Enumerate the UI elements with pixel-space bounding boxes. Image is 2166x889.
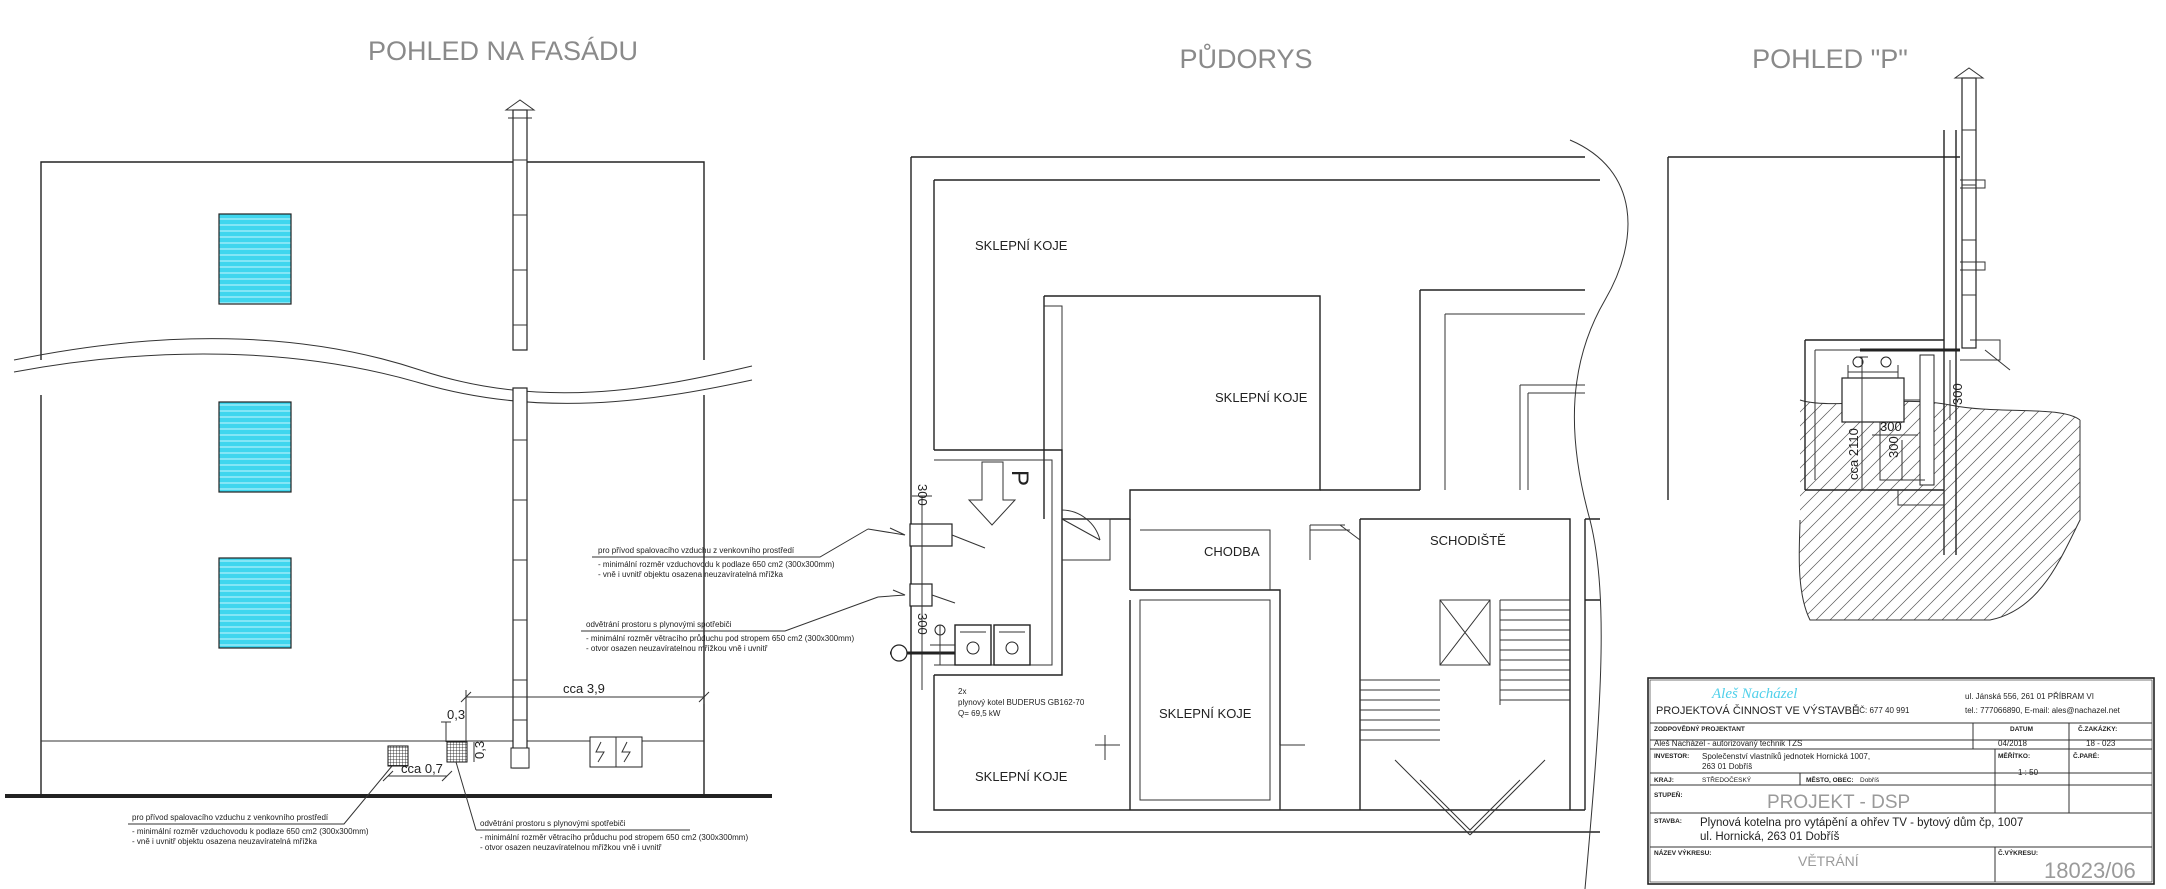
view-p-section: cca 2110 300 300 300 bbox=[1667, 67, 2081, 621]
boilers bbox=[890, 624, 1031, 666]
tb-h-region: KRAJ: bbox=[1654, 777, 1674, 784]
room-label-2: SKLEPNÍ KOJE bbox=[1215, 390, 1308, 405]
room-label-3: CHODBA bbox=[1204, 544, 1260, 559]
view-arrow-p: P bbox=[967, 461, 1033, 526]
boiler-count: 2x bbox=[958, 687, 966, 696]
boiler-power: Q= 69,5 kW bbox=[958, 709, 1001, 718]
note-vent-bottom-title: odvětrání prostoru s plynovými spotřebič… bbox=[480, 819, 626, 828]
room-label-5: SKLEPNÍ KOJE bbox=[1159, 706, 1252, 721]
view-p-dim-300-c: 300 bbox=[1886, 436, 1901, 458]
note-intake-bottom-line2: - vně i uvnitř objektu osazena neuzavíra… bbox=[132, 837, 318, 846]
chimney-lower bbox=[510, 387, 530, 769]
grille-vent bbox=[446, 741, 468, 763]
gas-meter-box bbox=[589, 736, 643, 768]
note-vent-top-title: odvětrání prostoru s plynovými spotřebič… bbox=[586, 620, 732, 629]
tb-investor-2: 263 01 Dobříš bbox=[1702, 762, 1752, 771]
chimney-upper bbox=[504, 99, 536, 351]
view-p-title: POHLED "P" bbox=[1752, 44, 1908, 74]
facade-view: cca 3,9 0,3 0,3 cca 0,7 pro přívod spalo… bbox=[5, 99, 879, 852]
tb-logo: Aleš Nacházel bbox=[1711, 686, 1797, 702]
facade-window-2 bbox=[218, 401, 292, 493]
tb-h-drawing-no: Č.VÝKRESU: bbox=[1998, 848, 2038, 857]
tb-h-sheet: Č.PARÉ: bbox=[2073, 751, 2099, 760]
tb-investor-1: Společenství vlastníků jednotek Hornická… bbox=[1702, 752, 1870, 761]
tb-h-date: DATUM bbox=[2010, 726, 2033, 733]
plan-dim-300-b: 300 bbox=[915, 613, 930, 635]
tb-responsible: Aleš Nacházel - autorizovaný technik TZS bbox=[1654, 739, 1802, 748]
room-label-4: SCHODIŠTĚ bbox=[1430, 533, 1506, 548]
facade-window-1 bbox=[218, 213, 292, 305]
tb-h-stage: STUPEŇ: bbox=[1654, 790, 1683, 799]
dim-0-3-b: 0,3 bbox=[472, 741, 487, 759]
room-label-1: SKLEPNÍ KOJE bbox=[975, 238, 1068, 253]
view-p-dim-cca-2110: cca 2110 bbox=[1846, 428, 1861, 480]
tb-building-2: ul. Hornická, 263 01 Dobříš bbox=[1700, 831, 1840, 843]
room-label-6: SKLEPNÍ KOJE bbox=[975, 769, 1068, 784]
tb-order: 18 - 023 bbox=[2086, 739, 2116, 748]
plan-dim-300-a: 300 bbox=[915, 484, 930, 506]
tb-date: 04/2018 bbox=[1998, 739, 2027, 748]
view-p-boiler bbox=[1841, 348, 1960, 486]
boiler-model: plynový kotel BUDERUS GB162-70 bbox=[958, 698, 1085, 707]
tb-town: Dobříš bbox=[1860, 777, 1880, 784]
facade-window-3 bbox=[218, 557, 292, 649]
tb-h-building: STAVBA: bbox=[1654, 818, 1682, 825]
tb-h-responsible: ZODPOVĚDNÝ PROJEKTANT bbox=[1654, 724, 1745, 733]
tb-drawing-no: 18023/06 bbox=[2044, 858, 2136, 883]
floor-plan-title: PŮDORYS bbox=[1179, 42, 1312, 74]
tb-address: ul. Jánská 556, 261 01 PŘÍBRAM VI bbox=[1965, 692, 2094, 701]
facade-view-title: POHLED NA FASÁDU bbox=[368, 36, 638, 66]
tb-h-scale: MĚŘÍTKO: bbox=[1998, 751, 2030, 760]
vent-duct bbox=[909, 583, 933, 607]
tb-scale: 1 : 50 bbox=[2018, 768, 2039, 777]
dim-cca-3-9: cca 3,9 bbox=[563, 681, 605, 696]
note-intake-bottom-line1: - minimální rozměr vzduchovodu k podlaze… bbox=[132, 827, 369, 836]
intake-duct bbox=[909, 523, 953, 547]
tb-h-investor: INVESTOR: bbox=[1654, 753, 1689, 760]
tb-h-town: MĚSTO, OBEC: bbox=[1806, 775, 1854, 784]
tb-drawing: VĚTRÁNÍ bbox=[1798, 853, 1859, 869]
tb-region: STŘEDOČESKÝ bbox=[1702, 775, 1752, 784]
tb-h-drawing: NÁZEV VÝKRESU: bbox=[1654, 848, 1711, 857]
note-intake-top-title: pro přívod spalovacího vzduchu z venkovn… bbox=[598, 546, 795, 555]
title-block: Aleš Nacházel PROJEKTOVÁ ČINNOST VE VÝST… bbox=[1647, 677, 2155, 885]
grille-intake bbox=[387, 745, 409, 767]
note-vent-top-line1: - minimální rozměr větracího průduchu po… bbox=[586, 634, 854, 643]
tb-building-1: Plynová kotelna pro vytápění a ohřev TV … bbox=[1700, 817, 2023, 829]
note-vent-bottom-line2: - otvor osazen neuzavíratelnou mřížkou v… bbox=[480, 843, 662, 852]
tb-h-order: Č.ZAKÁZKY: bbox=[2078, 724, 2117, 733]
view-p-dim-300-b: 300 bbox=[1880, 419, 1902, 434]
svg-text:P: P bbox=[1006, 470, 1033, 486]
dim-0-3-a: 0,3 bbox=[447, 707, 465, 722]
view-p-chimney bbox=[1953, 67, 2011, 371]
note-vent-bottom-line1: - minimální rozměr větracího průduchu po… bbox=[480, 833, 748, 842]
tb-ic: IČ: 677 40 991 bbox=[1857, 706, 1910, 715]
view-p-dim-300-a: 300 bbox=[1950, 383, 1965, 405]
tb-contact: tel.: 777066890, E-mail: ales@nachazel.n… bbox=[1965, 706, 2121, 715]
floor-plan: SKLEPNÍ KOJE SKLEPNÍ KOJE CHODBA SCHODIŠ… bbox=[867, 139, 1629, 889]
dim-cca-0-7: cca 0,7 bbox=[401, 761, 443, 776]
tb-stage: PROJEKT - DSP bbox=[1767, 792, 1910, 813]
note-intake-top-line1: - minimální rozměr vzduchovodu k podlaze… bbox=[598, 560, 835, 569]
note-vent-top-line2: - otvor osazen neuzavíratelnou mřížkou v… bbox=[586, 644, 768, 653]
note-intake-top-line2: - vně i uvnitř objektu osazena neuzavíra… bbox=[598, 570, 784, 579]
note-intake-bottom-title: pro přívod spalovacího vzduchu z venkovn… bbox=[132, 813, 329, 822]
tb-company: PROJEKTOVÁ ČINNOST VE VÝSTAVBĚ bbox=[1656, 704, 1859, 717]
